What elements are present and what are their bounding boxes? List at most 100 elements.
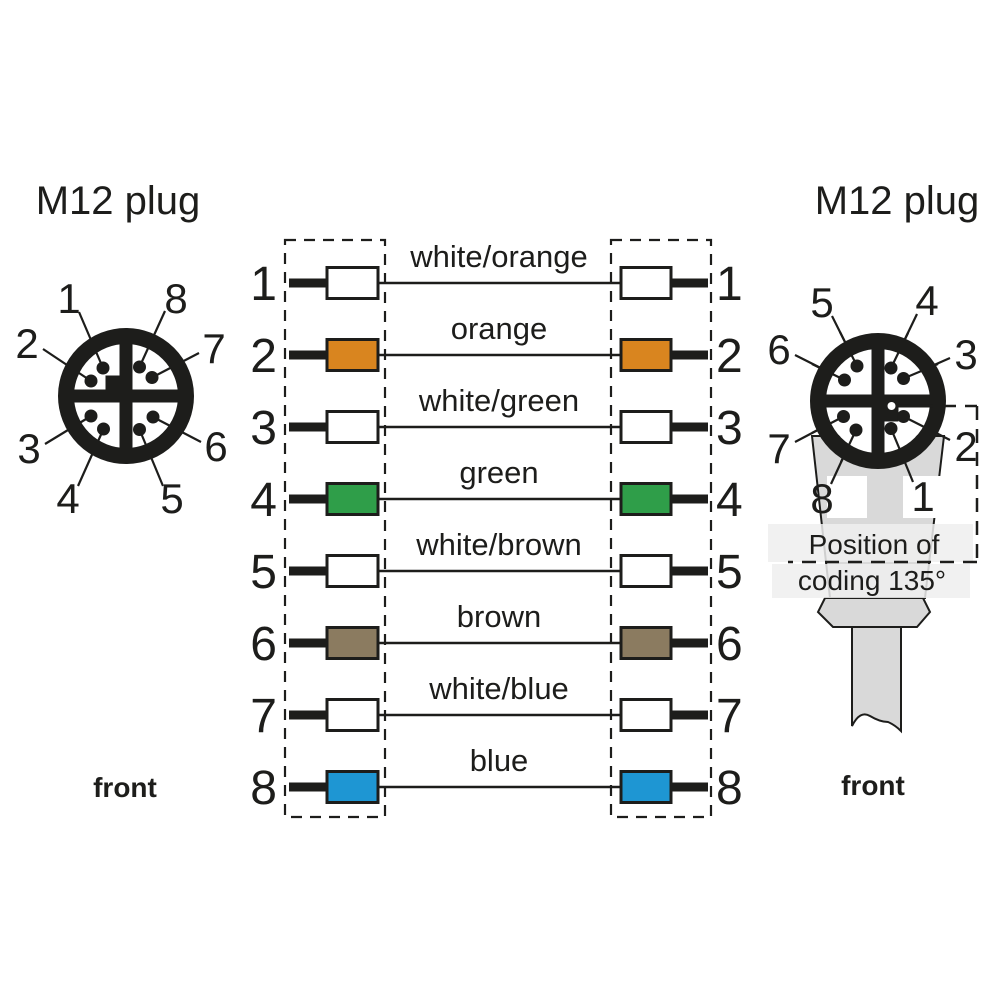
coding-notch (884, 407, 899, 422)
wire-color-label: blue (470, 743, 529, 778)
left-pin-number: 7 (250, 690, 277, 743)
right-terminal-dashed-box (609, 238, 713, 819)
coding-note-line1: Position of (809, 529, 940, 560)
right-wire-swatch (619, 770, 673, 804)
right-wire-swatch (619, 482, 673, 516)
right-plug-title: M12 plug (815, 179, 980, 223)
pin-dot (884, 361, 898, 375)
wire-color-label: white/green (418, 383, 579, 418)
left-wire-swatch (325, 266, 380, 300)
connector-ring (810, 333, 946, 469)
pin-dot (146, 410, 160, 424)
pin-leader-line (76, 428, 105, 487)
right-pin-label-3: 3 (954, 331, 977, 378)
left-pin-number: 2 (250, 330, 277, 383)
right-pin-number: 2 (716, 330, 743, 383)
right-pin-label-2: 2 (954, 423, 977, 470)
left-wire-swatch (325, 770, 380, 804)
wiring-row: 6 brown 6 (250, 599, 742, 671)
wire-color-label: brown (457, 599, 541, 634)
pin-dot (145, 371, 159, 384)
left-pin-label-7: 7 (202, 325, 225, 372)
right-pin-dots (837, 359, 910, 437)
pin-dot (837, 410, 850, 423)
left-pin-label-6: 6 (204, 423, 227, 470)
coding-note-line2: coding 135° (798, 565, 946, 596)
left-pin-number: 8 (250, 762, 277, 815)
right-connector: 1 2 3 4 5 6 7 8 Position of coding 135° (767, 277, 979, 734)
right-pin-number: 6 (716, 618, 743, 671)
wiring-row: 7 white/blue 7 (250, 671, 742, 743)
left-pin-label-1: 1 (57, 275, 80, 322)
pin-dot (96, 361, 110, 375)
connector-collar (816, 597, 932, 628)
right-pin-number: 4 (716, 474, 743, 527)
pin-dot (897, 372, 910, 385)
note-band (768, 524, 973, 562)
left-pin-number: 1 (250, 258, 277, 311)
left-pin-label-3: 3 (17, 425, 40, 472)
left-pin-dots (84, 360, 160, 436)
right-pin-label-4: 4 (915, 277, 938, 324)
right-pin-label-1: 1 (911, 473, 934, 520)
left-wire-swatch (325, 482, 380, 516)
right-pin-label-6: 6 (767, 326, 790, 373)
coding-reference-dot (887, 402, 896, 410)
connector-cross-horizontal (826, 394, 930, 408)
pin-dot (850, 359, 864, 373)
right-pin-label-7: 7 (767, 425, 790, 472)
pin-dot (849, 423, 863, 437)
left-terminal-dashed-box (283, 238, 387, 819)
pin-dot (97, 422, 110, 436)
pin-dot (84, 409, 98, 423)
wiring-row: 3 white/green 3 (250, 383, 742, 455)
wire-color-label: white/brown (415, 527, 581, 562)
right-pin-number: 3 (716, 402, 743, 455)
left-pin-label-2: 2 (15, 320, 38, 367)
right-pin-number: 7 (716, 690, 743, 743)
right-front-label: front (841, 770, 905, 801)
right-pin-number: 1 (716, 258, 743, 311)
pin-dot (884, 422, 898, 435)
pin-dot (838, 373, 851, 387)
right-wire-swatch (619, 410, 673, 444)
connector-ring (58, 328, 194, 464)
right-wire-swatch (619, 266, 673, 300)
coding-notch (105, 375, 120, 390)
right-pin-number: 8 (716, 762, 743, 815)
label-plate (903, 476, 943, 518)
left-pin-label-8: 8 (164, 275, 187, 322)
wiring-row: 1 white/orange 1 (250, 239, 742, 311)
wiring-rows: 1 white/orange 1 2 orange 2 3 white/green 3 4 gree… (250, 239, 742, 815)
label-plate (827, 476, 867, 518)
left-plug-title: M12 plug (36, 179, 201, 223)
left-wire-swatch (325, 554, 380, 588)
pin-dot (84, 374, 98, 388)
cable (851, 626, 902, 734)
wiring-row: 5 white/brown 5 (250, 527, 742, 599)
right-wire-swatch (619, 626, 673, 660)
left-pin-label-5: 5 (160, 475, 183, 522)
wire-color-label: orange (451, 311, 548, 346)
wiring-row: 8 blue 8 (250, 743, 742, 815)
wiring-row: 4 green 4 (250, 455, 742, 527)
wire-color-label: white/orange (409, 239, 588, 274)
note-band (772, 564, 970, 598)
left-pin-number: 3 (250, 402, 277, 455)
wire-color-label: white/blue (428, 671, 569, 706)
left-wire-swatch (325, 410, 380, 444)
right-pin-label-5: 5 (810, 279, 833, 326)
left-pin-number: 6 (250, 618, 277, 671)
connector-cross-horizontal (72, 389, 180, 403)
left-wire-swatch (325, 626, 380, 660)
left-connector: 1 2 3 4 5 6 7 8 (15, 275, 227, 522)
left-wire-swatch (325, 338, 380, 372)
left-pin-number: 5 (250, 546, 277, 599)
right-wire-swatch (619, 554, 673, 588)
wire-color-label: green (459, 455, 538, 490)
right-pin-number: 5 (716, 546, 743, 599)
left-front-label: front (93, 772, 157, 803)
right-wire-swatch (619, 698, 673, 732)
left-pin-number: 4 (250, 474, 277, 527)
